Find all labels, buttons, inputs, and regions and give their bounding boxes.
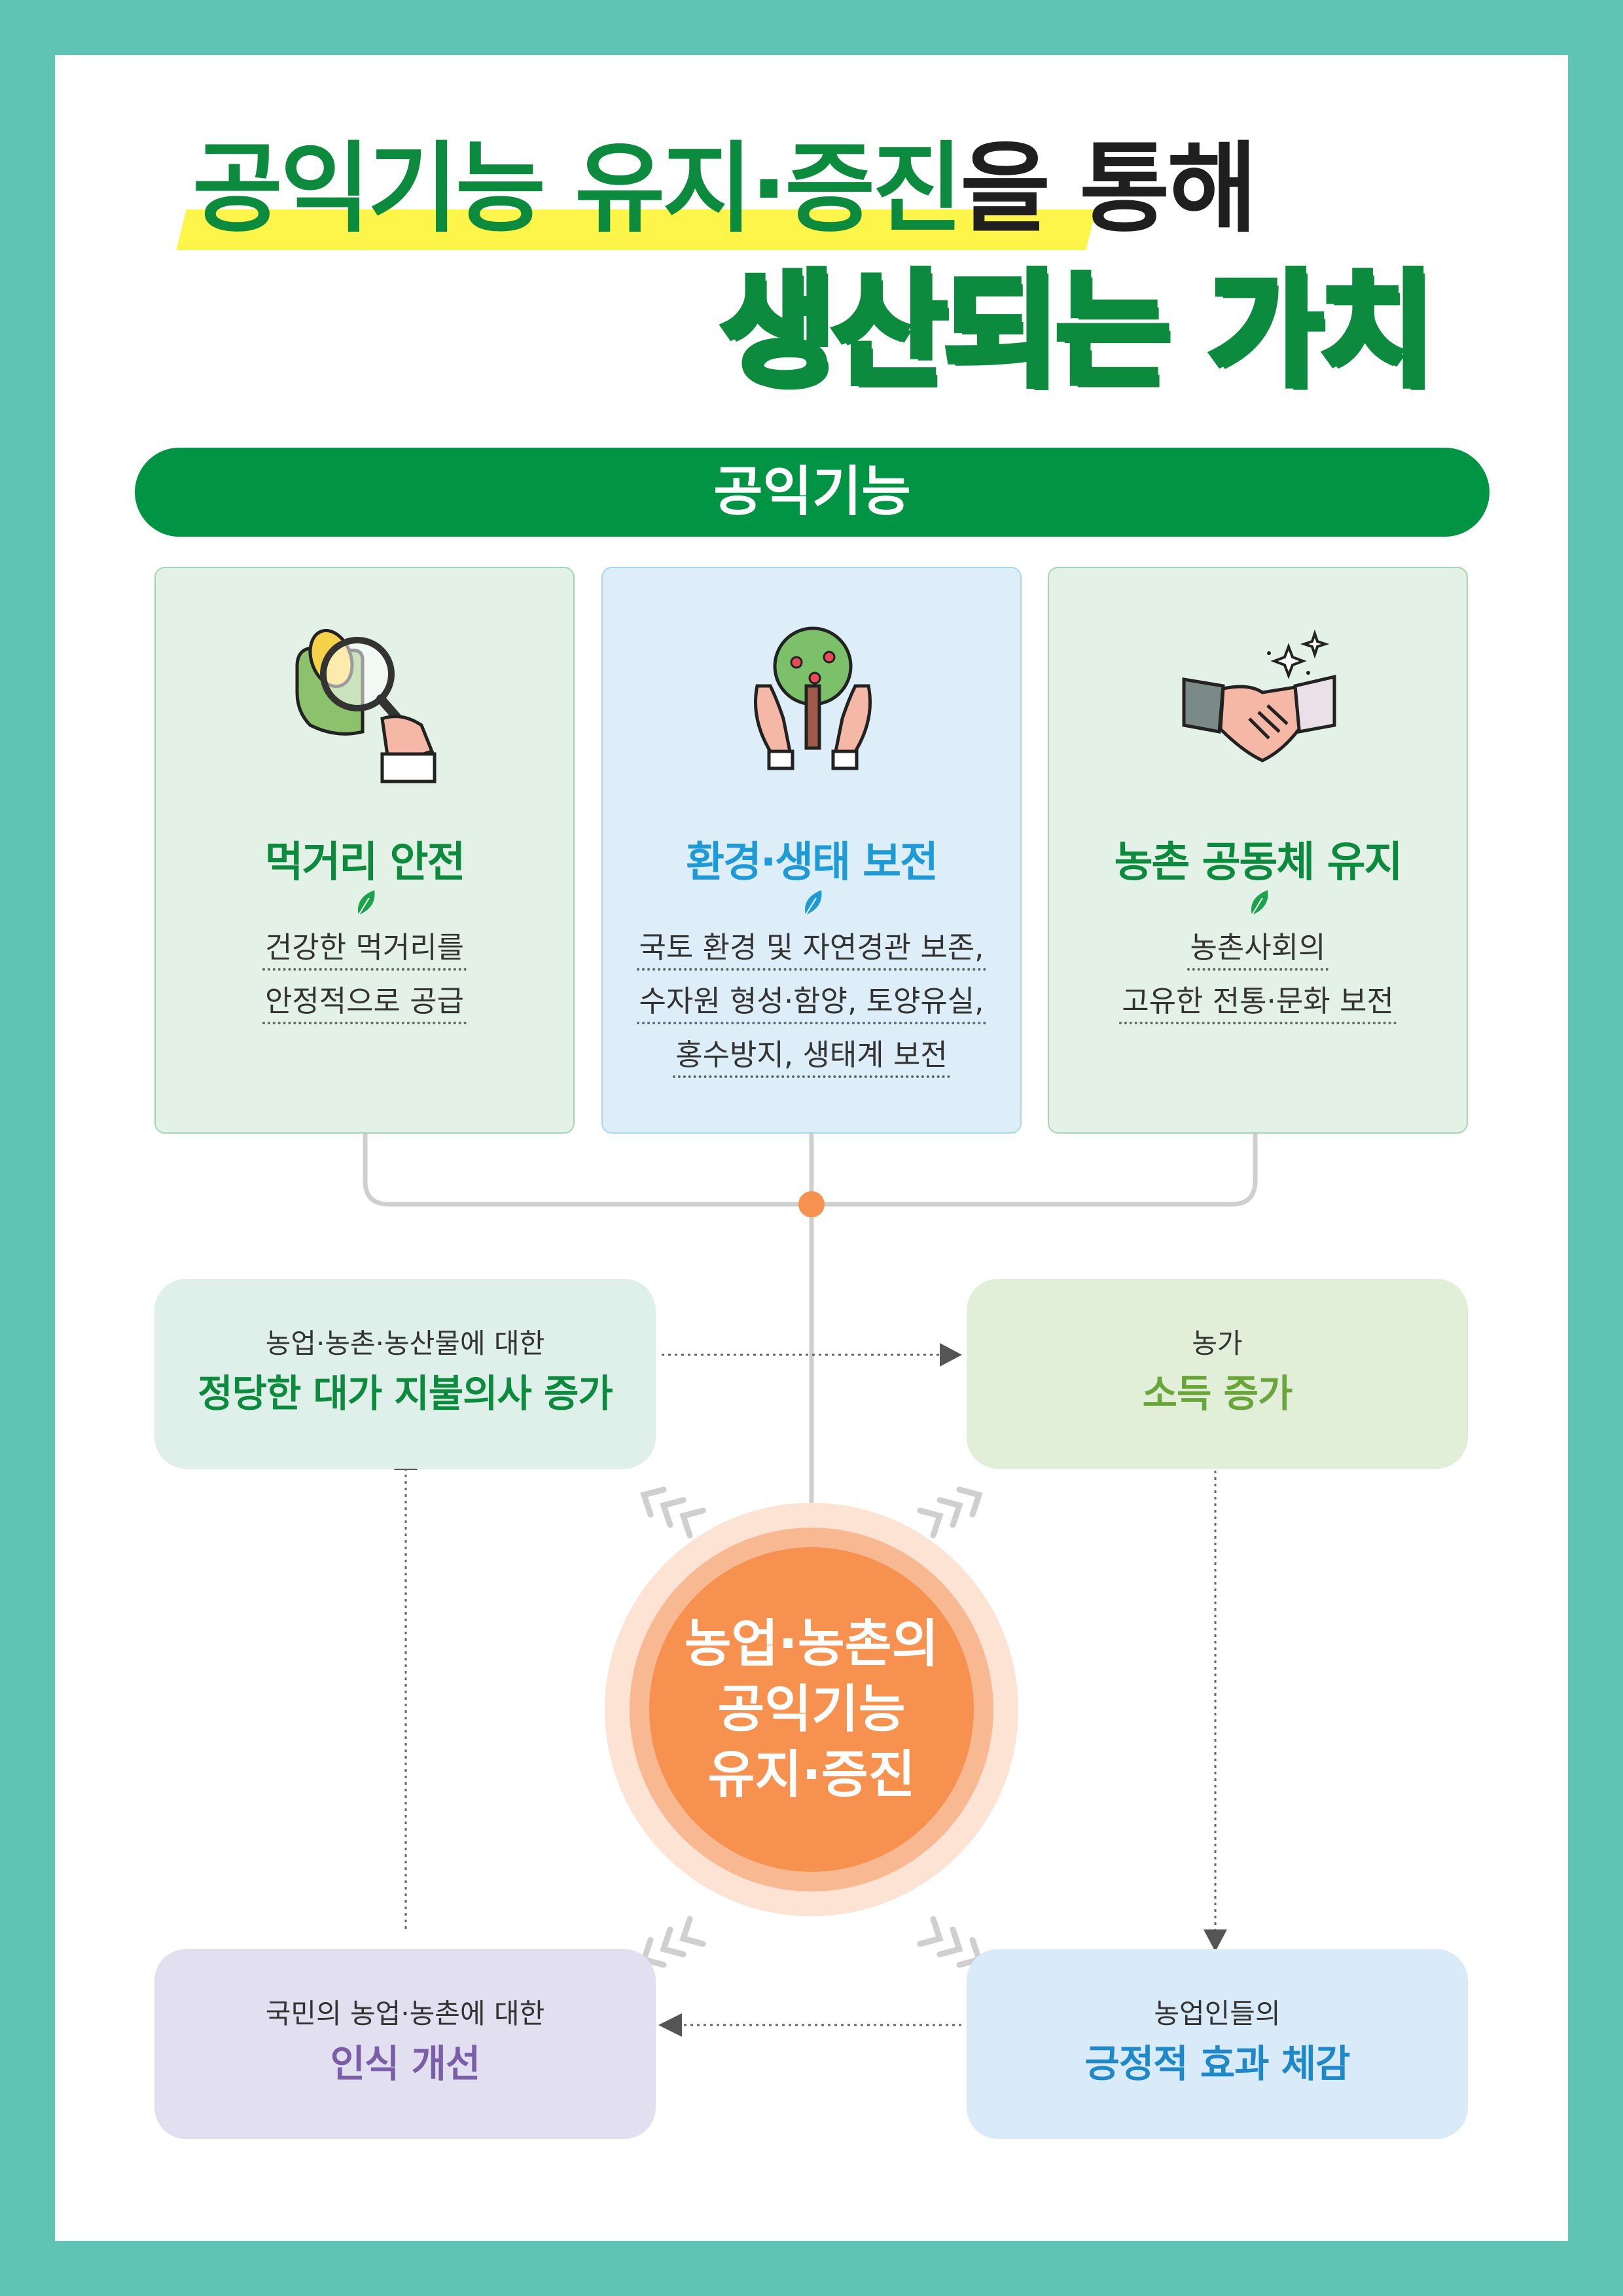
magnifier-food-icon <box>295 628 437 783</box>
card-title: 먹거리 안전 <box>264 838 466 887</box>
title-green-text: 공익기능 유지·증진 <box>192 132 963 246</box>
card-food-safety: 먹거리 안전 건강한 먹거리를 안정적으로 공급 <box>154 567 575 1134</box>
infographic-page: 공익기능 유지·증진을 통해 생산되는 가치 공익기능 <box>55 55 1568 2241</box>
box-positive-effect: 농업인들의 긍정적 효과 체감 <box>967 1949 1468 2139</box>
leaf-icon <box>358 890 375 916</box>
box-subtitle: 농업·농촌·농산물에 대한 <box>265 1327 545 1359</box>
hands-tree-icon <box>754 626 872 770</box>
chevrons-top-left <box>640 1486 706 1539</box>
arrow-head-right <box>940 1343 962 1367</box>
center-text: 농업·농촌의 공익기능 유지·증진 <box>605 1611 1018 1808</box>
handshake-icon <box>1182 629 1336 762</box>
chevrons-top-right <box>917 1486 983 1539</box>
box-payment-willingness: 농업·농촌·농산물에 대한 정당한 대가 지불의사 증가 <box>154 1279 656 1469</box>
public-function-banner: 공익기능 <box>135 448 1489 537</box>
desc-line: 국토 환경 및 자연경관 보존, <box>636 927 987 971</box>
box-awareness: 국민의 농업·농촌에 대한 인식 개선 <box>154 1949 656 2139</box>
card-environment: 환경·생태 보전 국토 환경 및 자연경관 보존, 수자원 형성·함양, 토양유… <box>601 567 1022 1134</box>
chevrons-bottom-left <box>640 1916 706 1968</box>
card-description: 건강한 먹거리를 안정적으로 공급 <box>156 927 573 1034</box>
desc-line: 고유한 전통·문화 보전 <box>1119 981 1397 1024</box>
desc-line: 수자원 형성·함양, 토양유실, <box>636 981 987 1024</box>
chevrons-bottom-right <box>917 1916 983 1968</box>
arrow-head-down <box>1204 1929 1227 1952</box>
leaf-icon <box>1251 890 1268 916</box>
desc-line: 안정적으로 공급 <box>262 981 467 1024</box>
center-line: 공익기능 <box>717 1680 906 1739</box>
box-title: 소득 증가 <box>1142 1371 1293 1416</box>
box-title: 긍정적 효과 체감 <box>1084 2041 1351 2086</box>
title-line-2: 생산되는 가치 <box>717 255 1438 406</box>
title-dark-text: 을 통해 <box>960 132 1257 246</box>
arrow-head-left <box>658 2013 682 2037</box>
box-subtitle: 국민의 농업·농촌에 대한 <box>265 1998 545 2030</box>
box-title: 인식 개선 <box>330 2041 481 2086</box>
leaf-icon <box>805 890 822 916</box>
box-title: 정당한 대가 지불의사 증가 <box>198 1371 613 1416</box>
card-community: 농촌 공동체 유지 농촌사회의 고유한 전통·문화 보전 <box>1048 567 1468 1134</box>
desc-line: 건강한 먹거리를 <box>262 927 467 971</box>
center-line: 농업·농촌의 <box>684 1615 939 1674</box>
card-description: 농촌사회의 고유한 전통·문화 보전 <box>1049 927 1467 1034</box>
center-line: 유지·증진 <box>707 1746 916 1804</box>
center-circle: 농업·농촌의 공익기능 유지·증진 <box>605 1503 1018 1916</box>
desc-line: 농촌사회의 <box>1187 927 1329 971</box>
box-income-increase: 농가 소득 증가 <box>967 1279 1468 1469</box>
card-description: 국토 환경 및 자연경관 보존, 수자원 형성·함양, 토양유실, 홍수방지, … <box>603 927 1020 1088</box>
title-line-1: 공익기능 유지·증진을 통해 <box>192 120 1257 258</box>
card-title: 환경·생태 보전 <box>686 838 938 887</box>
circle-core <box>649 1547 974 1872</box>
card-title: 농촌 공동체 유지 <box>1114 838 1403 887</box>
box-subtitle: 농업인들의 <box>1154 1998 1281 2030</box>
junction-dot <box>798 1191 825 1217</box>
box-subtitle: 농가 <box>1192 1327 1243 1359</box>
desc-line: 홍수방지, 생태계 보전 <box>673 1035 950 1078</box>
